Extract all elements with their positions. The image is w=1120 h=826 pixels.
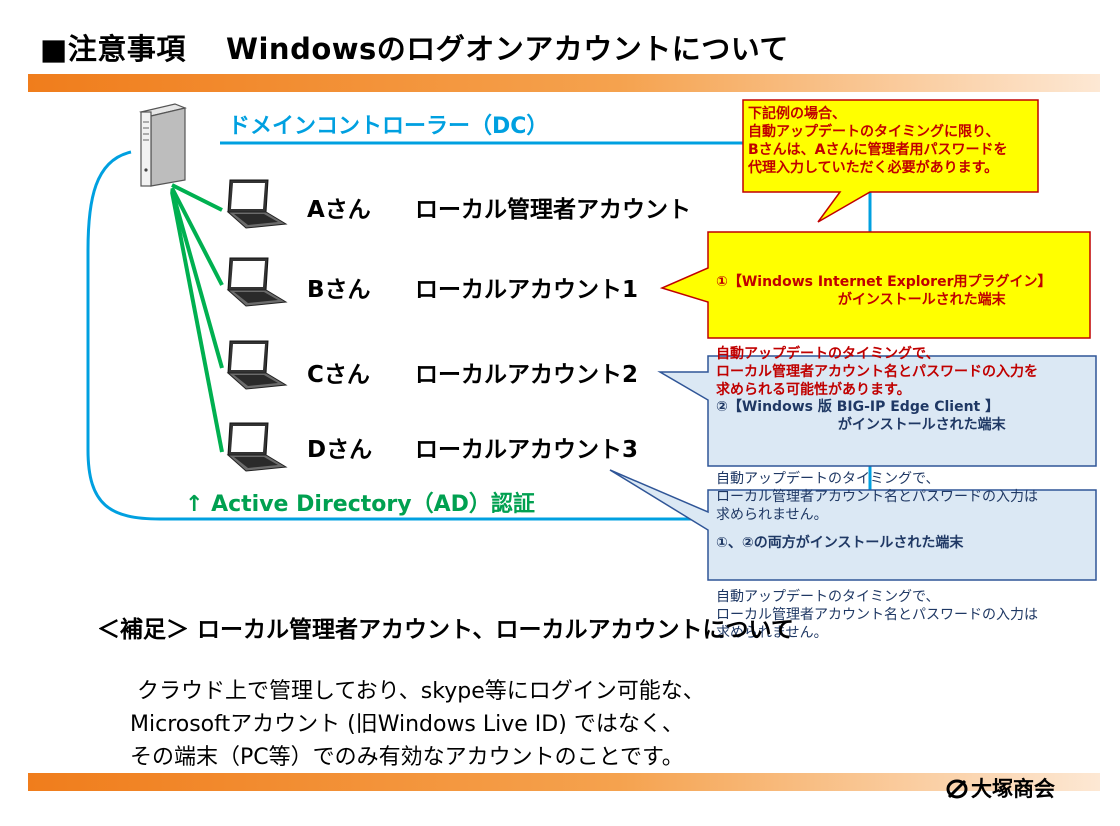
user-name: Cさん	[307, 362, 370, 388]
callout-2-text: ②【Windows 版 BIG-IP Edge Client 】 がインストール…	[716, 362, 1038, 542]
company-logo: 大塚商会	[946, 773, 1055, 803]
user-name: Dさん	[307, 437, 373, 463]
company-name: 大塚商会	[971, 777, 1055, 801]
user-row-b: Bさん ローカルアカウント1	[307, 270, 638, 304]
callout-3-box	[609, 469, 1097, 581]
callout-2-box	[657, 355, 1097, 467]
callout-1-body: 自動アップデートのタイミングで、 ローカル管理者アカウント名とパスワードの入力を…	[716, 346, 1038, 398]
user-account: ローカルアカウント2	[415, 362, 639, 388]
user-name: Aさん	[307, 197, 371, 223]
footer-divider-bar	[28, 773, 1100, 791]
user-row-a: Aさん ローカル管理者アカウント	[307, 190, 691, 224]
laptop-icon-b	[227, 257, 287, 307]
active-directory-label: ↑ Active Directory（AD）認証	[185, 492, 535, 517]
laptop-icon-a	[227, 179, 287, 229]
slide-title: ■注意事項 Windowsのログオンアカウントについて	[40, 32, 789, 66]
user-row-c: Cさん ローカルアカウント2	[307, 355, 638, 389]
callout-2-body: 自動アップデートのタイミングで、 ローカル管理者アカウント名とパスワードの入力は…	[716, 471, 1038, 523]
laptop-icon-c	[227, 340, 287, 390]
user-account: ローカルアカウント3	[415, 437, 639, 463]
supplement-title: ＜補足＞ ローカル管理者アカウント、ローカルアカウントについて	[97, 617, 794, 643]
callout-3-text: ①、②の両方がインストールされた端末 自動アップデートのタイミングで、 ローカル…	[716, 498, 1038, 660]
callout-1-box	[659, 231, 1091, 339]
user-row-d: Dさん ローカルアカウント3	[307, 430, 638, 464]
header-divider-bar	[28, 74, 1100, 92]
laptop-icon-d	[227, 422, 287, 472]
callout-3-header: ①、②の両方がインストールされた端末	[716, 535, 964, 551]
ad-connection-lines	[170, 183, 224, 453]
supplement-body: クラウド上で管理しており、skype等にログイン可能な、 Microsoftアカ…	[130, 679, 705, 770]
company-logo-icon	[946, 779, 968, 799]
user-account: ローカル管理者アカウント	[415, 197, 691, 223]
domain-controller-label: ドメインコントローラー（DC）	[228, 114, 549, 139]
server-icon	[139, 103, 187, 187]
callout-top-text: 下記例の場合、 自動アップデートのタイミングに限り、 Bさんは、Aさんに管理者用…	[748, 106, 1008, 176]
callout-3-body: 自動アップデートのタイミングで、 ローカル管理者アカウント名とパスワードの入力は…	[716, 589, 1038, 641]
user-name: Bさん	[307, 277, 371, 303]
callout-top-box	[742, 99, 1039, 223]
callout-1-text: ①【Windows Internet Explorer用プラグイン】 がインスト…	[716, 237, 1051, 417]
callout-1-header: ①【Windows Internet Explorer用プラグイン】 がインスト…	[716, 274, 1052, 308]
callout-2-header: ②【Windows 版 BIG-IP Edge Client 】 がインストール…	[716, 399, 1006, 433]
user-account: ローカルアカウント1	[415, 277, 639, 303]
